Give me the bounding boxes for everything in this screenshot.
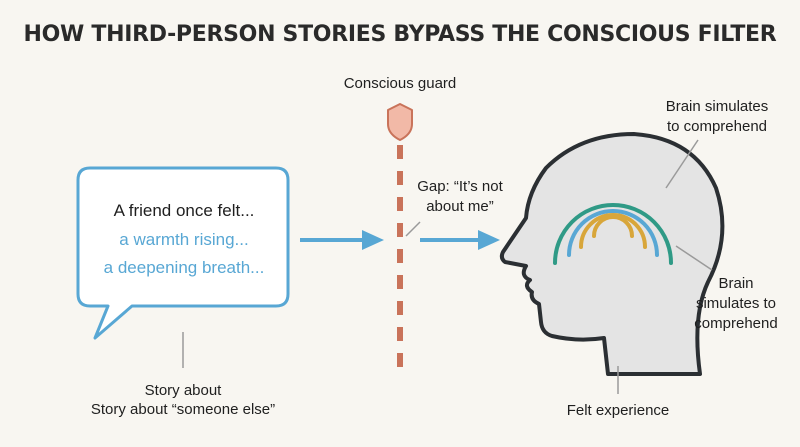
head-silhouette: [499, 132, 725, 376]
gap-label-line-1: Gap: “It’s not: [417, 178, 503, 195]
brain-top-callout-line: [665, 139, 699, 189]
gap-connector-line: [405, 221, 421, 237]
brain-right-callout-line: [675, 245, 713, 271]
brain-arc-inner: [579, 213, 647, 249]
speech-bubble: [76, 166, 290, 340]
brain-top-label-line-1: Brain simulates: [665, 98, 769, 115]
brain-arc-outer: [553, 203, 673, 265]
bubble-line-3: a deepening breath...: [103, 258, 265, 277]
story-caption-line-1: Story about: [144, 382, 222, 399]
arrow-guard-to-head: [420, 230, 500, 250]
brain-arc-core: [592, 215, 634, 238]
felt-experience-label: Felt experience: [566, 402, 670, 419]
bubble-line-1: A friend once felt...: [113, 201, 255, 220]
gap-label-line-2: about me”: [426, 198, 494, 215]
shield-icon: [387, 103, 413, 141]
diagram-title: HOW THIRD-PERSON STORIES BYPASS THE CONS…: [23, 22, 777, 47]
brain-top-label-line-2: to comprehend: [666, 118, 768, 135]
brain-right-label-line-2: simulates to: [695, 295, 777, 312]
bubble-line-2: a warmth rising...: [119, 230, 249, 249]
story-caption-line-2: Story about “someone else”: [90, 401, 276, 418]
conscious-guard-label: Conscious guard: [343, 75, 457, 92]
brain-right-label-line-1: Brain: [718, 275, 754, 292]
arrow-story-to-guard: [300, 230, 384, 250]
brain-right-label-line-3: comprehend: [694, 315, 778, 332]
brain-arc-middle: [567, 209, 659, 257]
